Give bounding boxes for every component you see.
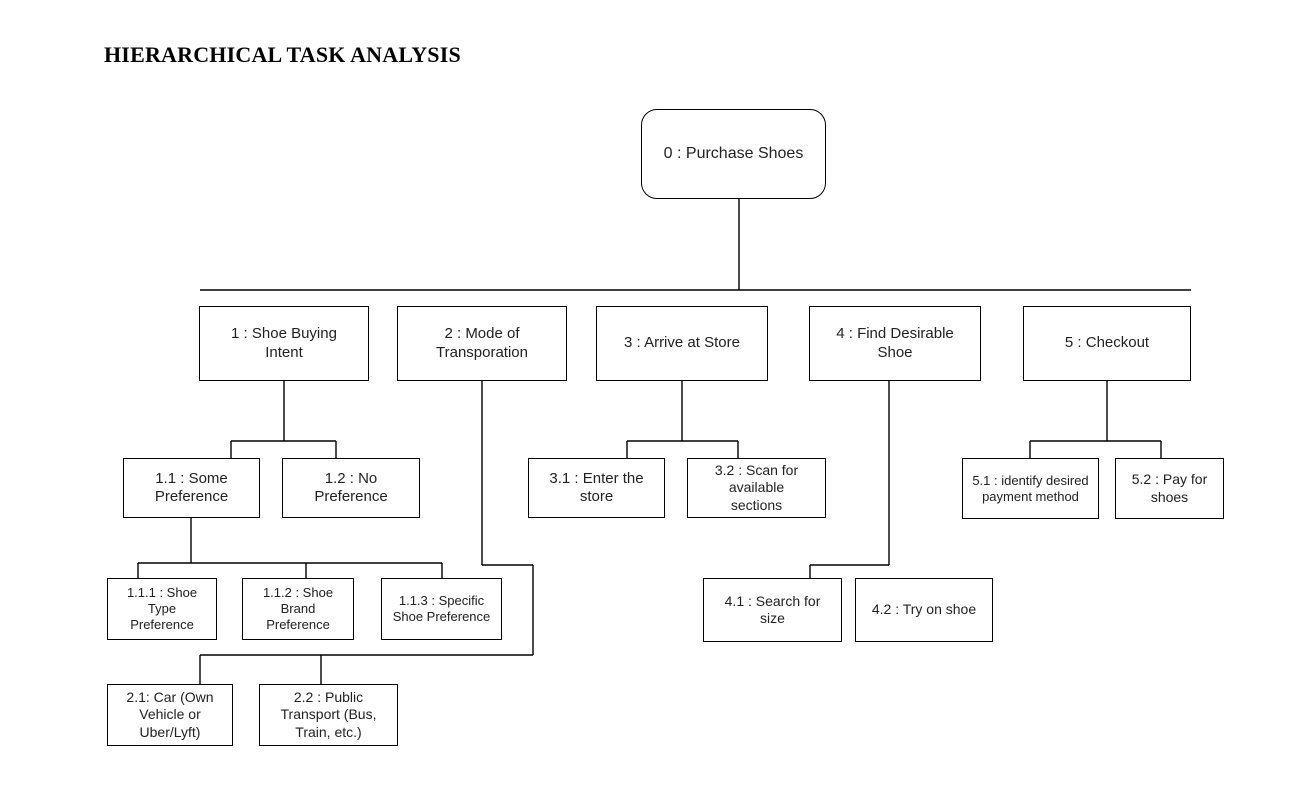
task-3-arrive-at-store: 3 : Arrive at Store <box>596 306 768 381</box>
task-1-shoe-buying-intent: 1 : Shoe Buying Intent <box>199 306 369 381</box>
task-1-1-3-specific-shoe-preference: 1.1.3 : Specific Shoe Preference <box>381 578 502 640</box>
task-0-purchase-shoes: 0 : Purchase Shoes <box>641 109 826 199</box>
task-4-2-try-on-shoe: 4.2 : Try on shoe <box>855 578 993 642</box>
task-4-1-search-for-size: 4.1 : Search for size <box>703 578 842 642</box>
task-1-1-some-preference: 1.1 : Some Preference <box>123 458 260 518</box>
task-2-2-public-transport: 2.2 : Public Transport (Bus, Train, etc.… <box>259 684 398 746</box>
task-1-1-2-shoe-brand-preference: 1.1.2 : Shoe Brand Preference <box>242 578 354 640</box>
task-3-2-scan-for-sections: 3.2 : Scan for available sections <box>687 458 826 518</box>
task-2-mode-of-transportation: 2 : Mode of Transporation <box>397 306 567 381</box>
task-1-1-1-shoe-type-preference: 1.1.1 : Shoe Type Preference <box>107 578 217 640</box>
task-5-2-pay-for-shoes: 5.2 : Pay for shoes <box>1115 458 1224 519</box>
task-5-1-identify-payment-method: 5.1 : identify desired payment method <box>962 458 1099 519</box>
task-5-checkout: 5 : Checkout <box>1023 306 1191 381</box>
task-1-2-no-preference: 1.2 : No Preference <box>282 458 420 518</box>
task-2-1-car: 2.1: Car (Own Vehicle or Uber/Lyft) <box>107 684 233 746</box>
task-3-1-enter-the-store: 3.1 : Enter the store <box>528 458 665 518</box>
task-0-label: 0 : Purchase Shoes <box>663 145 804 163</box>
task-4-find-desirable-shoe: 4 : Find Desirable Shoe <box>809 306 981 381</box>
diagram-title: HIERARCHICAL TASK ANALYSIS <box>104 42 461 67</box>
